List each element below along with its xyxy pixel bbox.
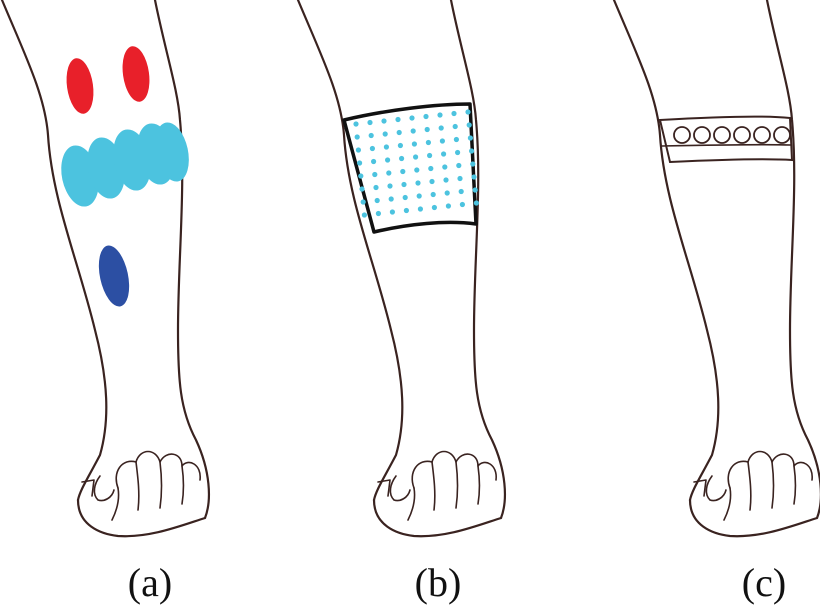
grid-dot <box>442 164 448 170</box>
grid-dot <box>409 115 415 121</box>
grid-dot <box>399 155 405 162</box>
grid-dot <box>415 180 421 186</box>
grid-dot <box>401 181 407 188</box>
grid-dot <box>445 203 451 209</box>
grid-dot <box>359 186 365 192</box>
grid-dot <box>403 207 409 214</box>
red-electrodes <box>66 46 150 114</box>
grid-dot <box>360 199 366 205</box>
grid-dots <box>353 109 479 218</box>
grid-dot <box>473 200 479 206</box>
grid-dot <box>466 122 472 128</box>
grid-dot <box>424 126 430 133</box>
grid-dot <box>457 175 463 182</box>
grid-dot <box>467 135 473 141</box>
grid-dot <box>465 109 471 115</box>
grid-dot <box>382 131 388 137</box>
grid-dot <box>430 191 436 198</box>
panel-a-label: (a) <box>127 560 173 605</box>
panel-c-label: (c) <box>741 560 787 605</box>
grid-dot <box>375 210 381 217</box>
grid-dot <box>387 183 393 189</box>
grid-dot <box>410 128 416 134</box>
grid-dot <box>427 152 433 159</box>
grid-dot <box>361 212 367 218</box>
grid-dot <box>355 147 361 153</box>
grid-dot <box>386 170 392 176</box>
grid-dot <box>431 204 437 211</box>
grid-dot <box>397 142 403 149</box>
grid-dot <box>425 139 431 146</box>
grid-dot <box>452 123 458 130</box>
grid-dot <box>453 136 459 143</box>
grid-dot <box>437 112 443 118</box>
grid-dot <box>413 154 419 160</box>
grid-dot <box>429 178 435 185</box>
grid-dot <box>451 110 457 117</box>
grid-dot <box>438 125 444 131</box>
grid-dot <box>369 145 375 152</box>
sensor-band <box>658 115 794 164</box>
grid-dot <box>469 148 475 154</box>
grid-dot <box>471 174 477 180</box>
arm-b <box>296 0 507 538</box>
grid-dot <box>458 188 464 195</box>
grid-dot <box>470 161 476 167</box>
grid-dot <box>368 132 374 139</box>
grid-dot <box>395 116 401 123</box>
cyan-electrode-band <box>61 122 189 207</box>
grid-dot <box>367 119 373 126</box>
grid-dot <box>385 157 391 163</box>
grid-dot <box>358 173 364 179</box>
grid-dot <box>383 144 389 150</box>
grid-dot <box>411 141 417 147</box>
grid-dot <box>423 113 429 120</box>
grid-dot <box>372 171 378 178</box>
arm-a <box>0 0 211 538</box>
panel-b-label: (b) <box>414 560 462 605</box>
electrode-grid-patch <box>342 102 479 234</box>
red-electrode-right <box>122 46 150 102</box>
sensor-rings <box>673 126 791 144</box>
grid-dot <box>443 177 449 183</box>
arm-c <box>612 0 820 538</box>
grid-dot <box>414 167 420 173</box>
grid-dot <box>388 196 394 202</box>
blue-electrode <box>98 245 130 307</box>
grid-dot <box>373 184 379 191</box>
grid-dot <box>371 158 377 165</box>
grid-dot <box>381 118 387 124</box>
grid-dot <box>428 165 434 172</box>
grid-dot <box>456 162 462 169</box>
grid-dot <box>416 193 422 199</box>
grid-dot <box>444 190 450 196</box>
grid-dot <box>455 149 461 156</box>
grid-dot <box>354 134 360 140</box>
red-electrode-left <box>66 58 94 114</box>
grid-dot <box>441 151 447 157</box>
grid-dot <box>374 197 380 204</box>
grid-dot <box>396 129 402 136</box>
grid-dot <box>439 138 445 144</box>
grid-dot <box>459 201 465 208</box>
grid-dot <box>402 194 408 201</box>
grid-dot <box>472 187 478 193</box>
grid-dot <box>357 160 363 166</box>
grid-dot <box>400 168 406 175</box>
grid-dot <box>389 209 395 215</box>
grid-dot <box>353 121 359 127</box>
grid-dot <box>417 206 423 212</box>
